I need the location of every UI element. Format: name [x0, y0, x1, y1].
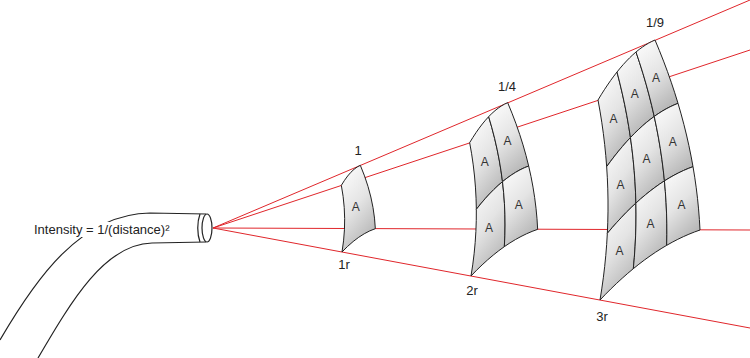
area-cell: A	[470, 180, 507, 277]
cell-shape	[664, 167, 700, 246]
area-letter: A	[615, 244, 623, 258]
area-letter: A	[609, 112, 617, 126]
area-letter: A	[669, 135, 677, 149]
distance-label: 1r	[337, 257, 351, 272]
area-letter: A	[481, 155, 489, 169]
cell-shape	[471, 182, 505, 276]
area-letter: A	[646, 217, 654, 231]
intensity-value: 1/9	[645, 15, 665, 30]
area-letter: A	[677, 198, 685, 212]
label-holder: 3r	[595, 309, 609, 324]
area-letter: A	[643, 152, 651, 166]
area-letter: A	[485, 221, 493, 235]
area-cell: A	[501, 165, 539, 248]
nozzle-opening	[202, 214, 212, 242]
distance-label: 3r	[595, 309, 609, 324]
area-letter: A	[631, 87, 639, 101]
hose-edge	[0, 213, 206, 340]
area-letter: A	[616, 178, 624, 192]
distance-label: 2r	[465, 283, 479, 298]
area-letter: A	[515, 198, 523, 212]
label-holder: 2r	[465, 283, 479, 298]
label-holder: 1/4	[497, 79, 517, 94]
label-holder: 1/9	[645, 15, 665, 30]
label-holder: Intensity = 1/(distance)²	[33, 222, 170, 237]
area-cell: A	[632, 179, 668, 270]
intensity-value: 1	[353, 143, 362, 158]
intensity-value: 1/4	[497, 79, 517, 94]
hose-ring	[198, 214, 200, 242]
hose	[0, 213, 212, 358]
area-letter: A	[652, 71, 660, 85]
label-holder: 1r	[337, 257, 351, 272]
label-holder: 1	[353, 143, 362, 158]
formula-label: Intensity = 1/(distance)²	[33, 222, 170, 237]
hose-edge	[38, 242, 206, 358]
cell-shape	[503, 166, 538, 247]
area-cell: A	[663, 165, 701, 247]
cell-shape	[636, 40, 678, 116]
cell-shape	[633, 181, 667, 269]
rays	[213, 0, 750, 328]
area-letter: A	[503, 134, 511, 148]
area-cell: A	[599, 202, 638, 301]
area-letter: A	[352, 200, 360, 214]
cell-shape	[341, 165, 375, 252]
area-cell: A	[340, 164, 377, 253]
cell-shape	[600, 203, 636, 300]
